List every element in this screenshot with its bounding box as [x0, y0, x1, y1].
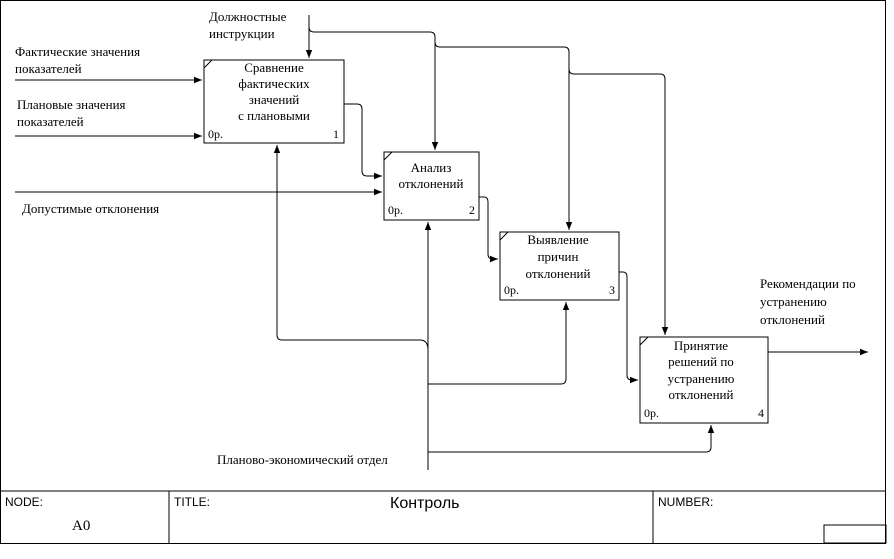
- label-planned-line2: показателей: [17, 114, 84, 129]
- footer: NODE: A0 TITLE: Контроль NUMBER:: [0, 490, 887, 544]
- box1-title-line2: фактических: [238, 76, 310, 91]
- arrow-box3-to-box4: [619, 271, 638, 384]
- box4-number: 4: [758, 406, 764, 420]
- label-recommendations-line1: Рекомендации по: [760, 276, 856, 291]
- arrow-control-box3: [434, 41, 573, 230]
- box4-title-line3: устранению: [668, 371, 735, 386]
- box2-title-line1: Анализ: [411, 160, 452, 175]
- activity-box-4[interactable]: Принятие решений по устранению отклонени…: [639, 336, 769, 424]
- label-instructions-line2: инструкции: [209, 26, 275, 41]
- footer-node-value: A0: [72, 518, 90, 534]
- box2-title-line2: отклонений: [399, 176, 464, 191]
- arrow-mechanism-box3: [428, 302, 570, 385]
- footer-node-label: NODE:: [5, 495, 43, 509]
- box4-cost: 0р.: [644, 406, 659, 420]
- footer-corner-box: [823, 524, 887, 544]
- footer-title-value: Контроль: [390, 495, 460, 512]
- box3-title-line2: причин: [538, 249, 579, 264]
- label-recommendations-line2: устранению: [760, 294, 827, 309]
- label-instructions-line1: Должностные: [209, 9, 287, 24]
- box1-number: 1: [333, 127, 339, 141]
- diagram-border: [0, 0, 886, 544]
- arrow-mechanism-box1: [273, 145, 429, 351]
- box4-title-line1: Принятие: [674, 338, 728, 353]
- activity-box-3[interactable]: Выявление причин отклонений 0р. 3: [499, 231, 620, 301]
- footer-title-label: TITLE:: [174, 495, 210, 509]
- label-actual-line1: Фактические значения: [15, 44, 140, 59]
- label-tolerances: Допустимые отклонения: [22, 201, 159, 216]
- arrow-mechanism-box4: [428, 425, 715, 453]
- box2-cost: 0р.: [388, 203, 403, 217]
- label-department: Планово-экономический отдел: [217, 452, 388, 467]
- activity-box-2[interactable]: Анализ отклонений 0р. 2: [383, 151, 480, 221]
- arrow-box1-to-box2: [344, 103, 382, 180]
- box1-title-line3: значений: [249, 92, 300, 107]
- box3-cost: 0р.: [504, 283, 519, 297]
- box3-title-line3: отклонений: [526, 266, 591, 281]
- arrows: [15, 15, 868, 470]
- box1-cost: 0р.: [208, 127, 223, 141]
- label-planned-line1: Плановые значения: [17, 97, 126, 112]
- box1-title-line1: Сравнение: [244, 60, 304, 75]
- arrow-control-box4: [568, 68, 669, 335]
- footer-number-label: NUMBER:: [658, 495, 713, 509]
- box4-title-line2: решений по: [668, 354, 734, 369]
- box1-title-line4: с плановыми: [238, 108, 310, 123]
- box2-number: 2: [469, 203, 475, 217]
- box3-number: 3: [609, 283, 615, 297]
- arrow-box2-to-box3: [479, 196, 498, 263]
- activity-box-1[interactable]: Сравнение фактических значений с плановы…: [203, 59, 345, 144]
- label-actual-line2: показателей: [15, 61, 82, 76]
- label-recommendations-line3: отклонений: [760, 312, 825, 327]
- box3-title-line1: Выявление: [527, 232, 589, 247]
- box4-title-line4: отклонений: [669, 387, 734, 402]
